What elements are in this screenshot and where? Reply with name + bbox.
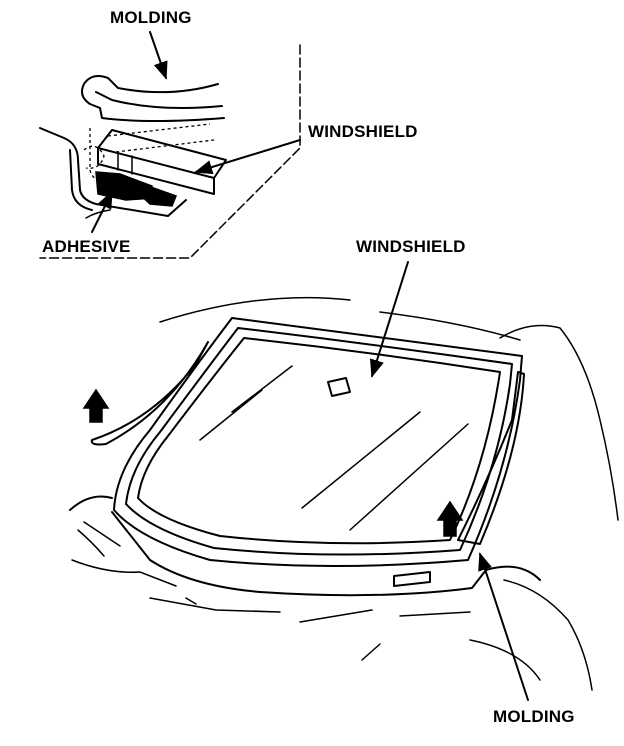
left-pillar-molding — [90, 341, 209, 446]
windshield-frame-outer — [113, 317, 523, 567]
inset-molding — [81, 75, 223, 109]
molding-top-leader — [149, 31, 168, 80]
right-removal-arrow — [436, 500, 464, 537]
label-molding-bottom: MOLDING — [493, 707, 575, 726]
left-removal-arrow — [82, 388, 110, 423]
windshield-inset-leader — [194, 139, 301, 175]
inset-body-panel — [39, 127, 187, 217]
roof-line — [159, 296, 521, 341]
windshield-main-leader — [370, 261, 409, 378]
cowl-vent — [393, 571, 431, 587]
label-molding-top: MOLDING — [110, 8, 192, 27]
inset-detail — [39, 31, 301, 259]
adhesive-leader — [91, 190, 113, 233]
molding-bottom-leader — [478, 552, 529, 701]
cowl — [69, 495, 541, 597]
main-view — [69, 261, 619, 701]
right-pillar-molding — [457, 371, 525, 545]
windshield-glass — [137, 337, 501, 545]
label-windshield-inset: WINDSHIELD — [308, 122, 418, 141]
inset-glass — [97, 147, 215, 195]
molding-inner — [125, 327, 513, 556]
label-windshield-main: WINDSHIELD — [356, 237, 466, 256]
inset-border — [39, 44, 301, 259]
mirror-mount — [327, 377, 351, 397]
label-adhesive: ADHESIVE — [42, 237, 131, 256]
